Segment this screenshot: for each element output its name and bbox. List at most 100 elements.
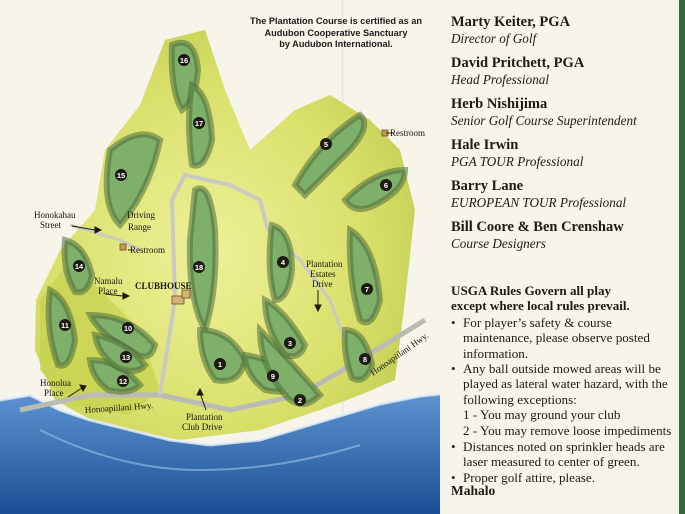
hole-7-fairway (346, 224, 384, 326)
hole-1-fairway (196, 326, 249, 384)
restroom-building-1 (119, 243, 127, 251)
label-clubhouse: CLUBHOUSE (135, 281, 192, 291)
hole-marker-11: 11 (59, 319, 71, 331)
staff-name: Herb Nishijima (451, 96, 548, 112)
svg-text:16: 16 (180, 56, 188, 65)
svg-text:3: 3 (288, 339, 292, 348)
hole-marker-10: 10 (122, 322, 134, 334)
staff-title: Senior Golf Course Superintendent (451, 113, 637, 128)
staff-title: PGA TOUR Professional (451, 154, 584, 169)
hole-6-fairway (341, 166, 409, 212)
staff-entry: Marty Keiter, PGA Director of Golf (451, 14, 676, 47)
hole-marker-3: 3 (284, 337, 296, 349)
svg-text:11: 11 (61, 321, 69, 330)
rule-exception: 2 - You may remove loose impediments (463, 422, 672, 438)
label-restroom-1: Restroom (130, 245, 165, 255)
staff-entry: Barry Lane EUROPEAN TOUR Professional (451, 178, 676, 211)
label-plantation-club-2: Club Drive (182, 422, 222, 432)
rule-item: Proper golf attire, please. (451, 470, 679, 486)
hole-5-fairway (291, 111, 368, 200)
rules-list-2: Distances noted on sprinkler heads are l… (451, 439, 679, 486)
staff-title: Course Designers (451, 236, 546, 251)
label-driving-range-2: Range (128, 222, 151, 232)
staff-entry: Herb Nishijima Senior Golf Course Superi… (451, 96, 676, 129)
svg-text:8: 8 (363, 355, 367, 364)
hole-8-fairway (341, 326, 376, 383)
hole-marker-14: 14 (73, 260, 85, 272)
label-restroom-2: Restroom (390, 128, 425, 138)
staff-title: EUROPEAN TOUR Professional (451, 195, 627, 210)
svg-text:18: 18 (195, 263, 203, 272)
hole-marker-16: 16 (178, 54, 190, 66)
staff-name: David Pritchett, PGA (451, 55, 585, 71)
staff-name: Barry Lane (451, 178, 524, 194)
honokahau-street (69, 223, 141, 252)
rules-heading-1: USGA Rules Govern all play (451, 283, 612, 298)
label-estates-3: Drive (312, 279, 333, 289)
hole-marker-8: 8 (359, 353, 371, 365)
label-honokahau-2: Street (40, 220, 61, 230)
svg-text:14: 14 (75, 262, 84, 271)
staff-name: Bill Coore & Ben Crenshaw (451, 219, 624, 235)
audubon-certification: The Plantation Course is certified as an… (236, 16, 436, 51)
label-estates-1: Plantation (306, 259, 343, 269)
clubhouse-building (171, 289, 191, 305)
svg-text:15: 15 (117, 171, 125, 180)
hole-marker-18: 18 (193, 261, 205, 273)
rule-item: Any ball outside mowed areas will be pla… (451, 361, 679, 407)
staff-entry: Bill Coore & Ben Crenshaw Course Designe… (451, 219, 676, 252)
rule-exception: 1 - You may ground your club (463, 407, 621, 423)
label-honolua-2: Place (44, 388, 64, 398)
hole-marker-2: 2 (294, 394, 306, 406)
svg-text:10: 10 (124, 324, 132, 333)
fairways (45, 39, 409, 407)
svg-text:12: 12 (119, 377, 127, 386)
rule-item: Distances noted on sprinkler heads are l… (451, 439, 679, 470)
cert-line-1: The Plantation Course is certified as an (249, 16, 423, 26)
hole-marker-7: 7 (361, 283, 373, 295)
staff-title: Head Professional (451, 72, 550, 87)
label-honolua-1: Honolua (40, 378, 71, 388)
rules-heading-2: except where local rules prevail. (451, 298, 630, 314)
hole-markers: 16 17 15 14 18 11 10 13 12 1 9 2 3 4 5 6… (59, 54, 392, 406)
hole-marker-17: 17 (193, 117, 205, 129)
svg-text:5: 5 (324, 140, 328, 149)
label-estates-2: Estates (310, 269, 336, 279)
hole-marker-12: 12 (117, 375, 129, 387)
local-rules: USGA Rules Govern all play except where … (451, 283, 679, 486)
hole-marker-15: 15 (115, 169, 127, 181)
pointer-arrows (67, 132, 394, 411)
green-edge (679, 0, 685, 514)
cert-line-3: by Audubon International. (279, 39, 393, 49)
label-hwy-bottom: Honoapiilani Hwy. (84, 400, 153, 415)
staff-entry: David Pritchett, PGA Head Professional (451, 55, 676, 88)
label-namalu-2: Place (98, 286, 118, 296)
course-map: 16 17 15 14 18 11 10 13 12 1 9 2 3 4 5 6… (0, 30, 440, 514)
closing-mahalo: Mahalo (451, 483, 496, 498)
hole-marker-6: 6 (380, 179, 392, 191)
svg-text:13: 13 (122, 353, 130, 362)
svg-text:4: 4 (281, 258, 286, 267)
staff-list: Marty Keiter, PGA Director of Golf David… (451, 14, 676, 260)
label-namalu-1: Namalu (94, 276, 123, 286)
svg-text:2: 2 (298, 396, 302, 405)
hole-marker-9: 9 (267, 370, 279, 382)
reef (39, 429, 361, 472)
hole-18-fairway (186, 185, 219, 338)
rule-item: For player’s safety & course maintenance… (451, 315, 679, 361)
hole-marker-13: 13 (120, 351, 132, 363)
hole-marker-5: 5 (320, 138, 332, 150)
staff-title: Director of Golf (451, 31, 537, 46)
hole-13-fairway (91, 331, 149, 374)
hole-marker-4: 4 (277, 256, 289, 268)
cert-line-2: Audubon Cooperative Sanctuary (264, 27, 408, 38)
staff-name: Hale Irwin (451, 137, 519, 153)
label-plantation-club-1: Plantation (186, 412, 223, 422)
staff-name: Marty Keiter, PGA (451, 14, 571, 30)
hole-marker-1: 1 (214, 358, 226, 370)
surf-line (0, 392, 440, 447)
rules-list: For player’s safety & course maintenance… (451, 315, 679, 407)
svg-text:7: 7 (365, 285, 369, 294)
hole-15-fairway (103, 131, 164, 230)
staff-entry: Hale Irwin PGA TOUR Professional (451, 137, 676, 170)
